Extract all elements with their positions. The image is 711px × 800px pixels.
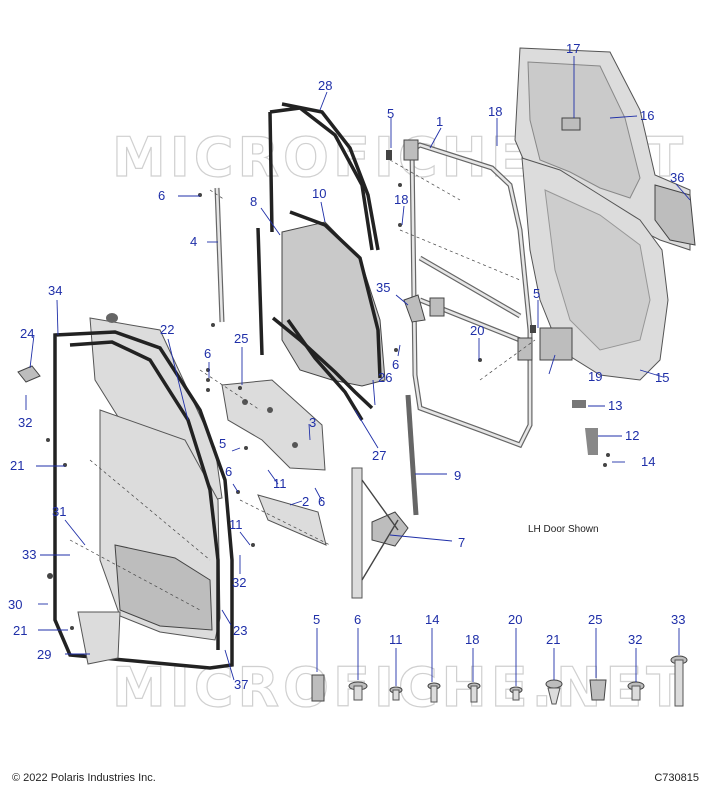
callout-10: 10 xyxy=(312,186,326,201)
glass-seal-10 xyxy=(289,210,382,379)
callout-6e: 6 xyxy=(318,494,325,509)
door-glass xyxy=(281,221,386,387)
hw-callout-21: 21 xyxy=(546,632,560,647)
callout-36: 36 xyxy=(670,170,684,185)
callout-16: 16 xyxy=(640,108,654,123)
callout-28: 28 xyxy=(318,78,332,93)
window-regulator xyxy=(351,467,409,599)
callout-9: 9 xyxy=(454,468,461,483)
lower-seal-26 xyxy=(271,316,374,410)
callouts: 1 5 18 17 16 36 28 6 8 10 18 4 35 5 34 2… xyxy=(8,41,685,692)
run-channel-28b xyxy=(281,102,380,251)
strap-24 xyxy=(17,365,41,383)
callout-37: 37 xyxy=(234,677,248,692)
alignment-lines xyxy=(69,159,536,611)
callout-31: 31 xyxy=(52,504,66,519)
callout-19: 19 xyxy=(588,369,602,384)
callout-23: 23 xyxy=(233,623,247,638)
left-door-assembly xyxy=(53,313,234,670)
callout-5: 5 xyxy=(387,106,394,121)
callout-35: 35 xyxy=(376,280,390,295)
leader-lines xyxy=(25,56,691,686)
glass-run-8 xyxy=(256,227,264,356)
callout-32: 32 xyxy=(18,415,32,430)
callout-14: 14 xyxy=(641,454,655,469)
callout-25: 25 xyxy=(234,331,248,346)
callout-20: 20 xyxy=(470,323,484,338)
scattered-fasteners xyxy=(46,150,610,630)
callout-5c: 5 xyxy=(219,436,226,451)
lower-rail-2 xyxy=(257,494,327,546)
outer-door-skin xyxy=(514,47,691,251)
hw-callout-11: 11 xyxy=(389,632,403,647)
callout-5b: 5 xyxy=(533,286,540,301)
regulator-plate xyxy=(221,379,326,471)
callout-30: 30 xyxy=(8,597,22,612)
run-channel-28a xyxy=(268,106,374,251)
callout-18: 18 xyxy=(488,104,502,119)
hw-callout-5: 5 xyxy=(313,612,320,627)
door-frame xyxy=(403,139,533,449)
hw-callout-18: 18 xyxy=(465,632,479,647)
guide-9 xyxy=(405,394,419,516)
lh-door-note: LH Door Shown xyxy=(528,524,599,535)
callout-32b: 32 xyxy=(232,575,246,590)
callout-26: 26 xyxy=(378,370,392,385)
inner-trim-panel xyxy=(521,157,669,381)
hardware-row xyxy=(311,655,688,707)
callout-13: 13 xyxy=(608,398,622,413)
callout-6c: 6 xyxy=(392,357,399,372)
hw-callout-25: 25 xyxy=(588,612,602,627)
callout-11b: 11 xyxy=(229,517,243,532)
hw-callout-20: 20 xyxy=(508,612,522,627)
callout-15: 15 xyxy=(655,370,669,385)
callout-3: 3 xyxy=(309,415,316,430)
hw-callout-33: 33 xyxy=(671,612,685,627)
callout-11: 11 xyxy=(273,476,287,491)
callout-21: 21 xyxy=(10,458,24,473)
callout-4: 4 xyxy=(190,234,197,249)
callout-2: 2 xyxy=(302,494,309,509)
handle-recess-17 xyxy=(561,117,581,131)
trim-bin-29 xyxy=(77,611,121,665)
callout-1: 1 xyxy=(436,114,443,129)
bracket-35 xyxy=(403,294,426,323)
callout-22: 22 xyxy=(160,322,174,337)
hinge-19 xyxy=(539,327,573,361)
hw-callout-6: 6 xyxy=(354,612,361,627)
callout-6b: 6 xyxy=(204,346,211,361)
callout-17: 17 xyxy=(566,41,580,56)
callout-6: 6 xyxy=(158,188,165,203)
hw-callout-32: 32 xyxy=(628,632,642,647)
callout-6d: 6 xyxy=(225,464,232,479)
copyright: © 2022 Polaris Industries Inc. xyxy=(12,772,156,784)
hw-callout-14: 14 xyxy=(425,612,439,627)
callout-29: 29 xyxy=(37,647,51,662)
diagram-code: C730815 xyxy=(654,772,699,784)
callout-24: 24 xyxy=(20,326,34,341)
callout-27: 27 xyxy=(372,448,386,463)
callout-18b: 18 xyxy=(394,192,408,207)
callout-7: 7 xyxy=(458,535,465,550)
callout-12: 12 xyxy=(625,428,639,443)
callout-34: 34 xyxy=(48,283,62,298)
callout-21b: 21 xyxy=(13,623,27,638)
lower-seal-27 xyxy=(286,318,364,421)
callout-33: 33 xyxy=(22,547,36,562)
callout-8: 8 xyxy=(250,194,257,209)
